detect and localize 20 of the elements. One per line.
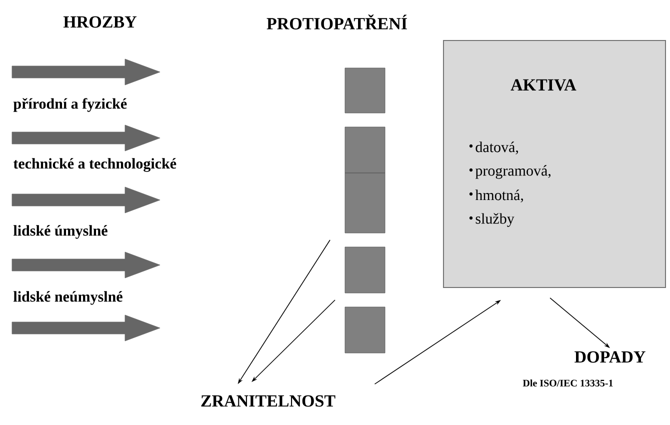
asset-box (443, 40, 666, 288)
heading-text: DOPADY (574, 351, 646, 363)
column-heading: PROTIOPATŘENÍ (266, 14, 407, 30)
bullet-item: služby (469, 213, 514, 227)
threat-label: lidské neúmyslné (14, 291, 122, 305)
countermeasure-block (344, 172, 386, 234)
countermeasure-block (344, 246, 386, 294)
bullet-item: datová, (469, 142, 518, 154)
bullet-item: hmotná, (469, 190, 523, 202)
source-note: Dle ISO/IEC 13335-1 (522, 379, 613, 386)
column-heading: HROZBY (63, 16, 137, 28)
heading-text: ZRANITELNOST (201, 395, 336, 407)
countermeasure-block (344, 306, 386, 354)
threat-label: lidské úmyslné (14, 225, 108, 239)
countermeasure-block (344, 126, 386, 174)
box-heading: AKTIVA (510, 79, 576, 91)
threat-label: přírodní a fyzické (13, 98, 127, 112)
bullet-item: programová, (469, 165, 550, 179)
countermeasure-block (344, 68, 386, 114)
threat-label: technické a technologické (13, 158, 176, 172)
